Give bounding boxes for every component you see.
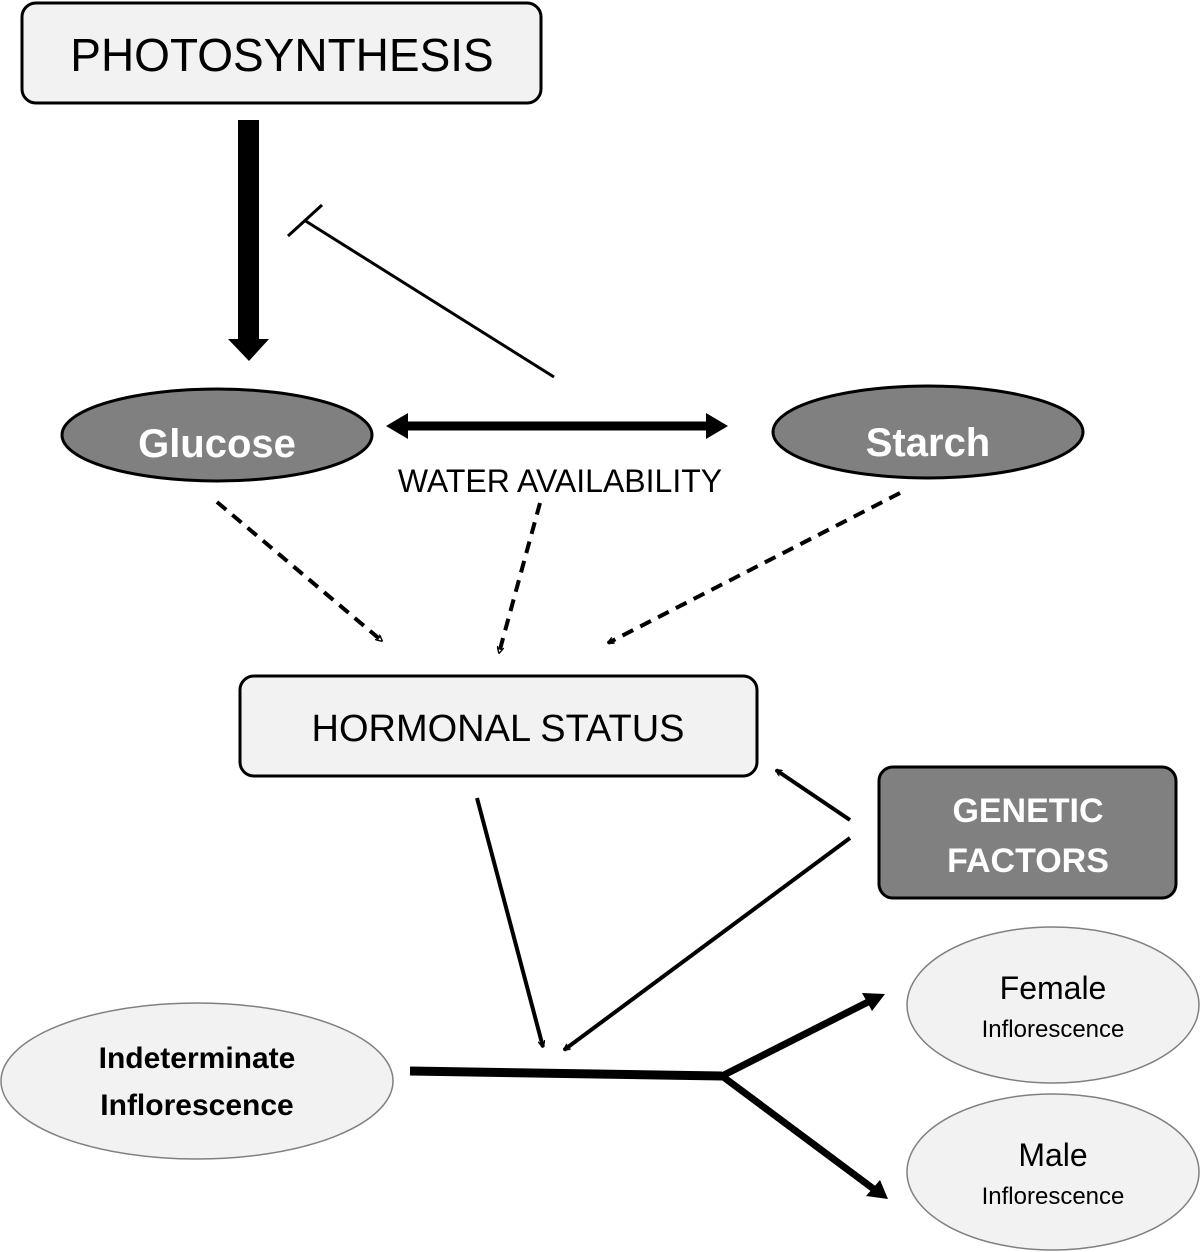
photosynthesis-label: PHOTOSYNTHESIS [70, 29, 493, 81]
female-label-line2: Inflorescence [982, 1016, 1125, 1043]
starch-to-hormonal-arrow [608, 491, 901, 645]
genetic-factors-line2: FACTORS [947, 842, 1109, 880]
genetic-to-branch-arrow [564, 836, 852, 1052]
water-inhibition-line [286, 203, 555, 379]
genetic-factors-line1: GENETIC [952, 792, 1103, 830]
female-label-line1: Female [1000, 970, 1107, 1006]
starch-node: Starch [771, 384, 1085, 480]
photosynthesis-node: PHOTOSYNTHESIS [20, 1, 543, 105]
hormonal-status-label: HORMONAL STATUS [312, 708, 685, 750]
hormonal-to-branch-arrow [475, 797, 543, 1047]
genetic-factors-node: GENETIC FACTORS [877, 765, 1178, 900]
glucose-label: Glucose [138, 422, 296, 466]
indeterminate-inflorescence-node: Indeterminate Inflorescence [0, 1002, 394, 1160]
male-inflorescence-node: Male Inflorescence [906, 1093, 1200, 1251]
glucose-to-hormonal-arrow [215, 500, 382, 643]
water-to-hormonal-arrow [499, 502, 542, 653]
inflorescence-branch-path [409, 993, 888, 1199]
indeterminate-label-line1: Indeterminate [99, 1042, 296, 1075]
male-label-line1: Male [1018, 1137, 1087, 1173]
male-label-line2: Inflorescence [982, 1183, 1125, 1210]
glucose-node: Glucose [60, 387, 374, 483]
starch-label: Starch [866, 421, 991, 465]
photosynthesis-to-glucose-arrow [228, 120, 269, 361]
female-inflorescence-node: Female Inflorescence [906, 926, 1200, 1084]
genetic-to-hormonal-arrow [776, 768, 852, 822]
glucose-starch-double-arrow [386, 413, 728, 439]
indeterminate-label-line2: Inflorescence [100, 1089, 293, 1122]
water-availability-label: WATER AVAILABILITY [398, 463, 722, 499]
hormonal-status-node: HORMONAL STATUS [238, 674, 759, 778]
